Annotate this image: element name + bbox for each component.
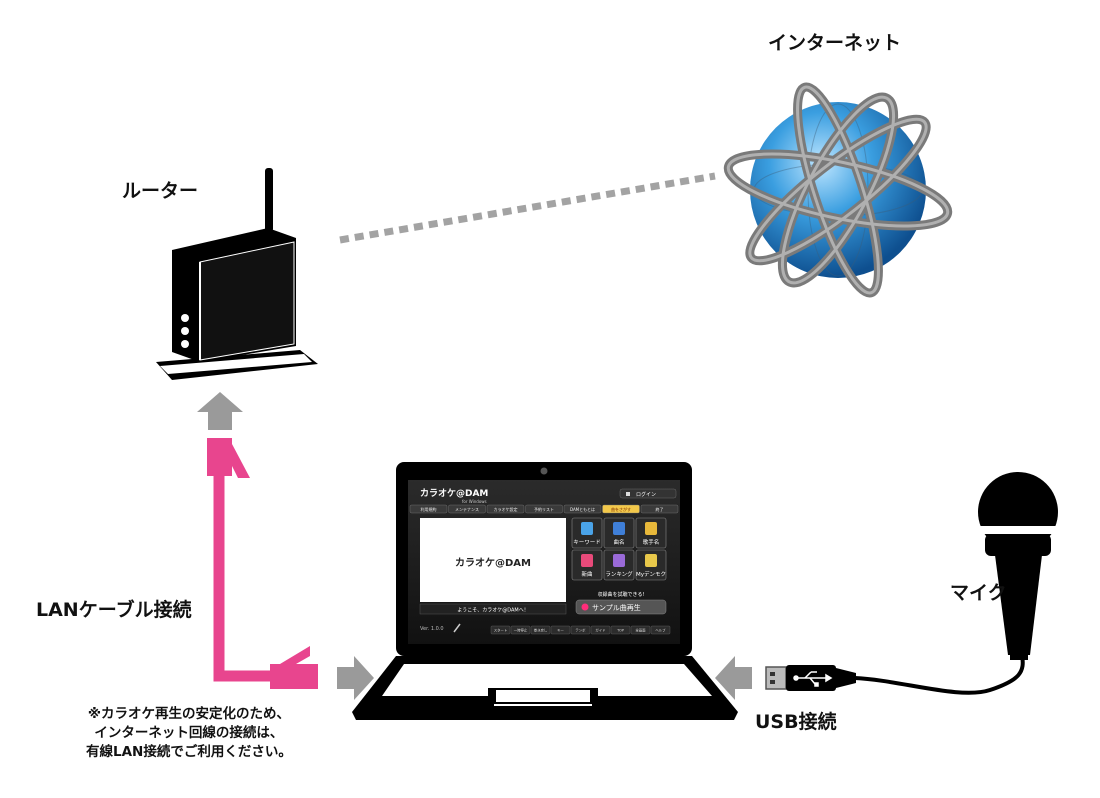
router-label: ルーター	[122, 180, 199, 202]
tab-4[interactable]	[563, 504, 602, 514]
control-button-3[interactable]	[550, 625, 571, 635]
search-button-label: ランキング	[605, 570, 633, 578]
wired-connection-note: ※カラオケ再生の安定化のため、 インターネット回線の接続は、 有線LAN接続でご…	[86, 705, 292, 762]
search-button-label: キーワード	[573, 539, 601, 546]
control-button-label: ヘルプ	[655, 628, 666, 633]
version-text: Ver. 1.0.0	[420, 626, 444, 632]
preview-logo: カラオケ@DAM	[455, 557, 531, 569]
control-button-8[interactable]	[650, 625, 671, 635]
control-bar: スタート 一時停止 巻き戻し キー テンポ ガイド TOP 全画面 ヘルプ	[490, 625, 671, 635]
search-item-icon	[581, 522, 593, 535]
app-screen: カラオケ@DAM for Windows ログイン 利用規約メンテナンスカラオケ…	[408, 480, 680, 644]
wireless-link-line	[339, 172, 716, 244]
control-button-label: 一時停止	[514, 628, 528, 633]
lock-icon	[626, 492, 630, 496]
tab-label: DAMともとは	[570, 507, 595, 512]
app-header: カラオケ@DAM for Windows ログイン	[420, 488, 677, 504]
search-button-label: Myデンモク	[636, 570, 666, 578]
video-preview	[420, 518, 566, 602]
app-logo-sub: for Windows	[462, 499, 487, 504]
app-logo: カラオケ@DAM	[420, 488, 488, 499]
tab-label: メンテナンス	[455, 506, 479, 512]
tab-label: 終了	[656, 506, 664, 512]
sample-heading: 収録曲を試聴できる!	[598, 591, 645, 598]
control-button-label: 全画面	[635, 628, 646, 633]
usb-symbol-icon	[793, 671, 833, 687]
search-item-icon	[613, 554, 625, 567]
search-button-label: 新曲	[581, 570, 592, 578]
control-button-label: TOP	[616, 629, 624, 633]
login-button-label: ログイン	[636, 491, 656, 498]
mic-label: マイク	[950, 582, 1007, 604]
welcome-bar	[419, 603, 567, 615]
control-button-label: 巻き戻し	[534, 628, 548, 633]
tab-2[interactable]	[486, 504, 525, 514]
usb-label: USB接続	[755, 711, 837, 733]
control-button-7[interactable]	[630, 625, 651, 635]
control-button-6[interactable]	[610, 625, 631, 635]
microphone-icon	[978, 472, 1058, 660]
control-button-label: スタート	[494, 628, 508, 633]
usb-plug-icon	[765, 665, 856, 691]
note-line: 有線LAN接続でご利用ください。	[86, 744, 292, 760]
search-item-icon	[613, 522, 625, 535]
control-button-label: ガイド	[595, 628, 605, 633]
lan-cable-label: LANケーブル接続	[36, 599, 192, 621]
sample-play-label: サンプル曲再生	[592, 603, 641, 612]
note-line: ※カラオケ再生の安定化のため、	[87, 706, 290, 722]
tab-5[interactable]	[602, 504, 640, 514]
tab-1[interactable]	[448, 504, 486, 514]
tab-6[interactable]	[640, 504, 679, 514]
control-button-4[interactable]	[570, 625, 591, 635]
tab-label: 予約リスト	[534, 506, 554, 512]
usb-cable	[854, 654, 1025, 695]
control-button-5[interactable]	[590, 625, 611, 635]
control-button-2[interactable]	[530, 625, 551, 635]
up-arrow-icon	[197, 392, 243, 430]
mic-small-icon	[453, 623, 461, 633]
control-button-label: テンポ	[575, 628, 586, 633]
control-button-label: キー	[557, 629, 564, 633]
tab-0[interactable]	[409, 504, 448, 514]
right-arrow-icon	[337, 656, 374, 700]
router-icon	[156, 168, 318, 380]
lan-cable-icon	[207, 438, 318, 689]
left-arrow-icon	[715, 656, 752, 700]
search-item-icon	[645, 522, 657, 535]
tab-label: カラオケ設定	[494, 506, 518, 512]
play-icon	[581, 603, 589, 611]
login-button[interactable]	[619, 488, 677, 499]
welcome-text: ようこそ、カラオケ@DAMへ！	[457, 607, 529, 614]
internet-label: インターネット	[768, 32, 902, 54]
search-button-label: 歌手名	[643, 538, 660, 546]
control-button-0[interactable]	[490, 625, 511, 635]
search-item-icon	[581, 554, 593, 567]
control-button-1[interactable]	[510, 625, 531, 635]
sample-play-button[interactable]	[575, 599, 667, 615]
search-button-label: 曲名	[613, 538, 624, 546]
tab-label: 利用規約	[421, 506, 437, 512]
tab-label: 曲をさがす	[611, 506, 631, 512]
tab-3[interactable]	[525, 504, 563, 514]
note-line: インターネット回線の接続は、	[94, 725, 284, 741]
internet-globe-icon	[723, 82, 953, 298]
app-tab-bar: 利用規約 メンテナンス カラオケ設定 予約リスト DAMともとは 曲をさがす 終了	[409, 504, 679, 514]
search-item-icon	[645, 554, 657, 567]
